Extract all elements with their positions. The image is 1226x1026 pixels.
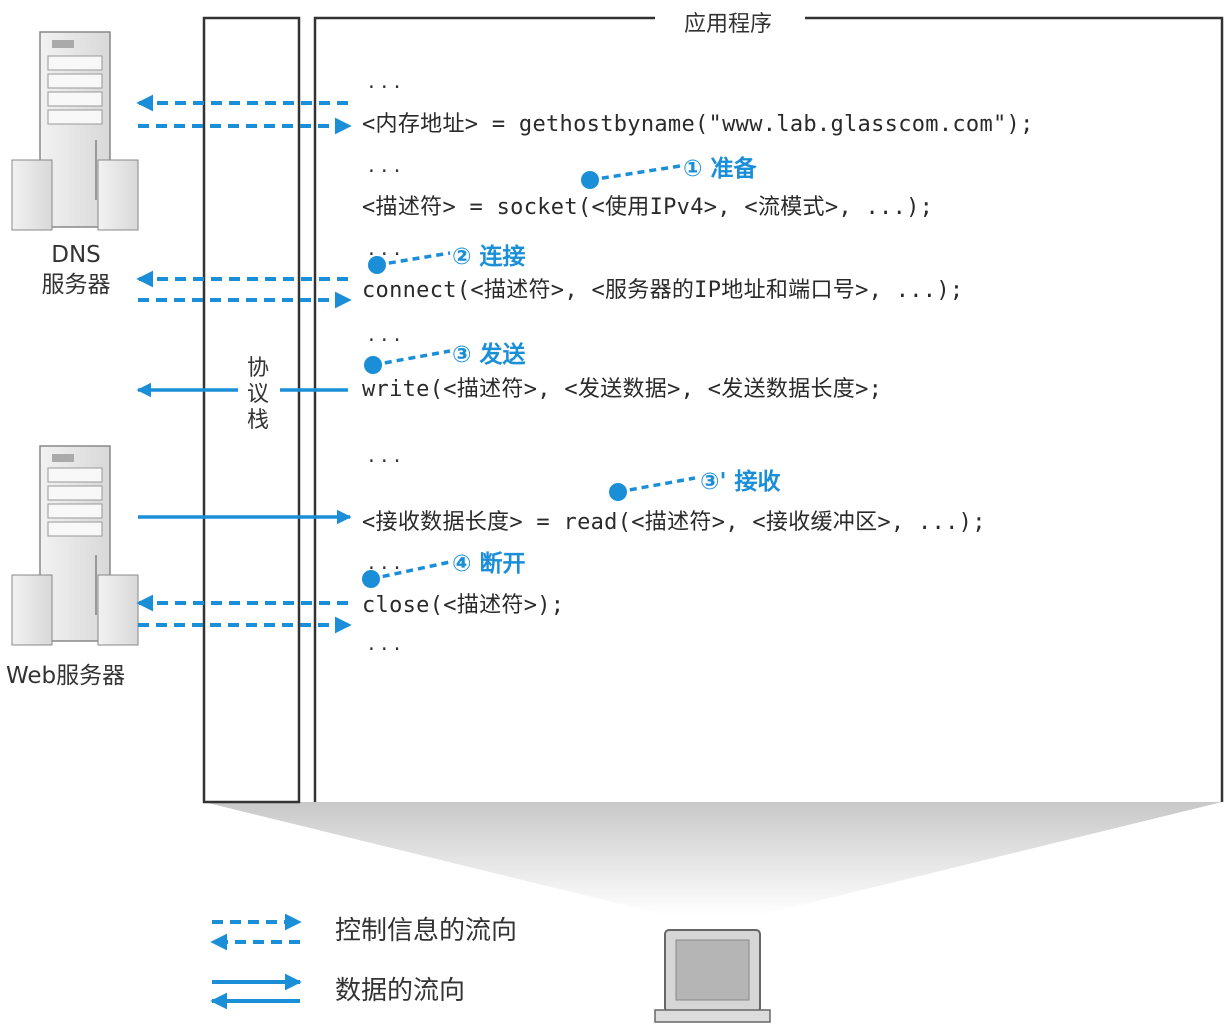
code-ellipsis: ... xyxy=(366,446,405,467)
step-dot-send xyxy=(364,356,382,374)
code-ellipsis: ... xyxy=(366,553,405,574)
computer-icon xyxy=(654,929,771,1023)
code-ellipsis: ... xyxy=(366,72,405,93)
step-prepare-label: ① 准备 xyxy=(683,156,757,182)
application-label: 应用程序 xyxy=(658,6,798,38)
dns-server-icon xyxy=(11,31,139,231)
projection-beam xyxy=(204,802,1222,915)
step-connect-label: ② 连接 xyxy=(452,244,526,270)
dns-server-label: DNS 服务器 xyxy=(41,242,111,298)
step-disconnect-label: ④ 断开 xyxy=(452,551,526,577)
step-dot-disconnect xyxy=(362,570,380,588)
legend-control-label: 控制信息的流向 xyxy=(335,916,518,946)
code-ellipsis: ... xyxy=(366,325,405,346)
code-ellipsis: ... xyxy=(366,156,405,177)
legend-control-icon xyxy=(210,913,302,951)
step-dot-receive xyxy=(609,483,627,501)
protocol-stack-frame xyxy=(202,16,301,804)
code-socket: <描述符> = socket(<使用IPv4>, <流模式>, ...); xyxy=(362,195,934,220)
legend-data-icon xyxy=(210,973,302,1010)
web-server-label: Web服务器 xyxy=(6,663,126,689)
step-dot-prepare xyxy=(581,171,599,189)
step-receive-label: ③' 接收 xyxy=(700,469,781,495)
application-frame xyxy=(313,16,1224,802)
web-server-icon xyxy=(11,445,139,646)
code-connect: connect(<描述符>, <服务器的IP地址和端口号>, ...); xyxy=(362,278,964,303)
code-read: <接收数据长度> = read(<描述符>, <接收缓冲区>, ...); xyxy=(362,510,986,535)
step-send-label: ③ 发送 xyxy=(452,342,526,368)
protocol-stack-label: 协 议 栈 xyxy=(243,356,273,434)
code-write: write(<描述符>, <发送数据>, <发送数据长度>; xyxy=(362,377,883,402)
code-ellipsis: ... xyxy=(366,239,405,260)
legend-data-label: 数据的流向 xyxy=(335,976,466,1006)
step-dot-connect xyxy=(368,256,386,274)
code-ellipsis: ... xyxy=(366,634,405,655)
code-close: close(<描述符>); xyxy=(362,593,565,618)
code-gethostbyname: <内存地址> = gethostbyname("www.lab.glasscom… xyxy=(362,112,1034,137)
